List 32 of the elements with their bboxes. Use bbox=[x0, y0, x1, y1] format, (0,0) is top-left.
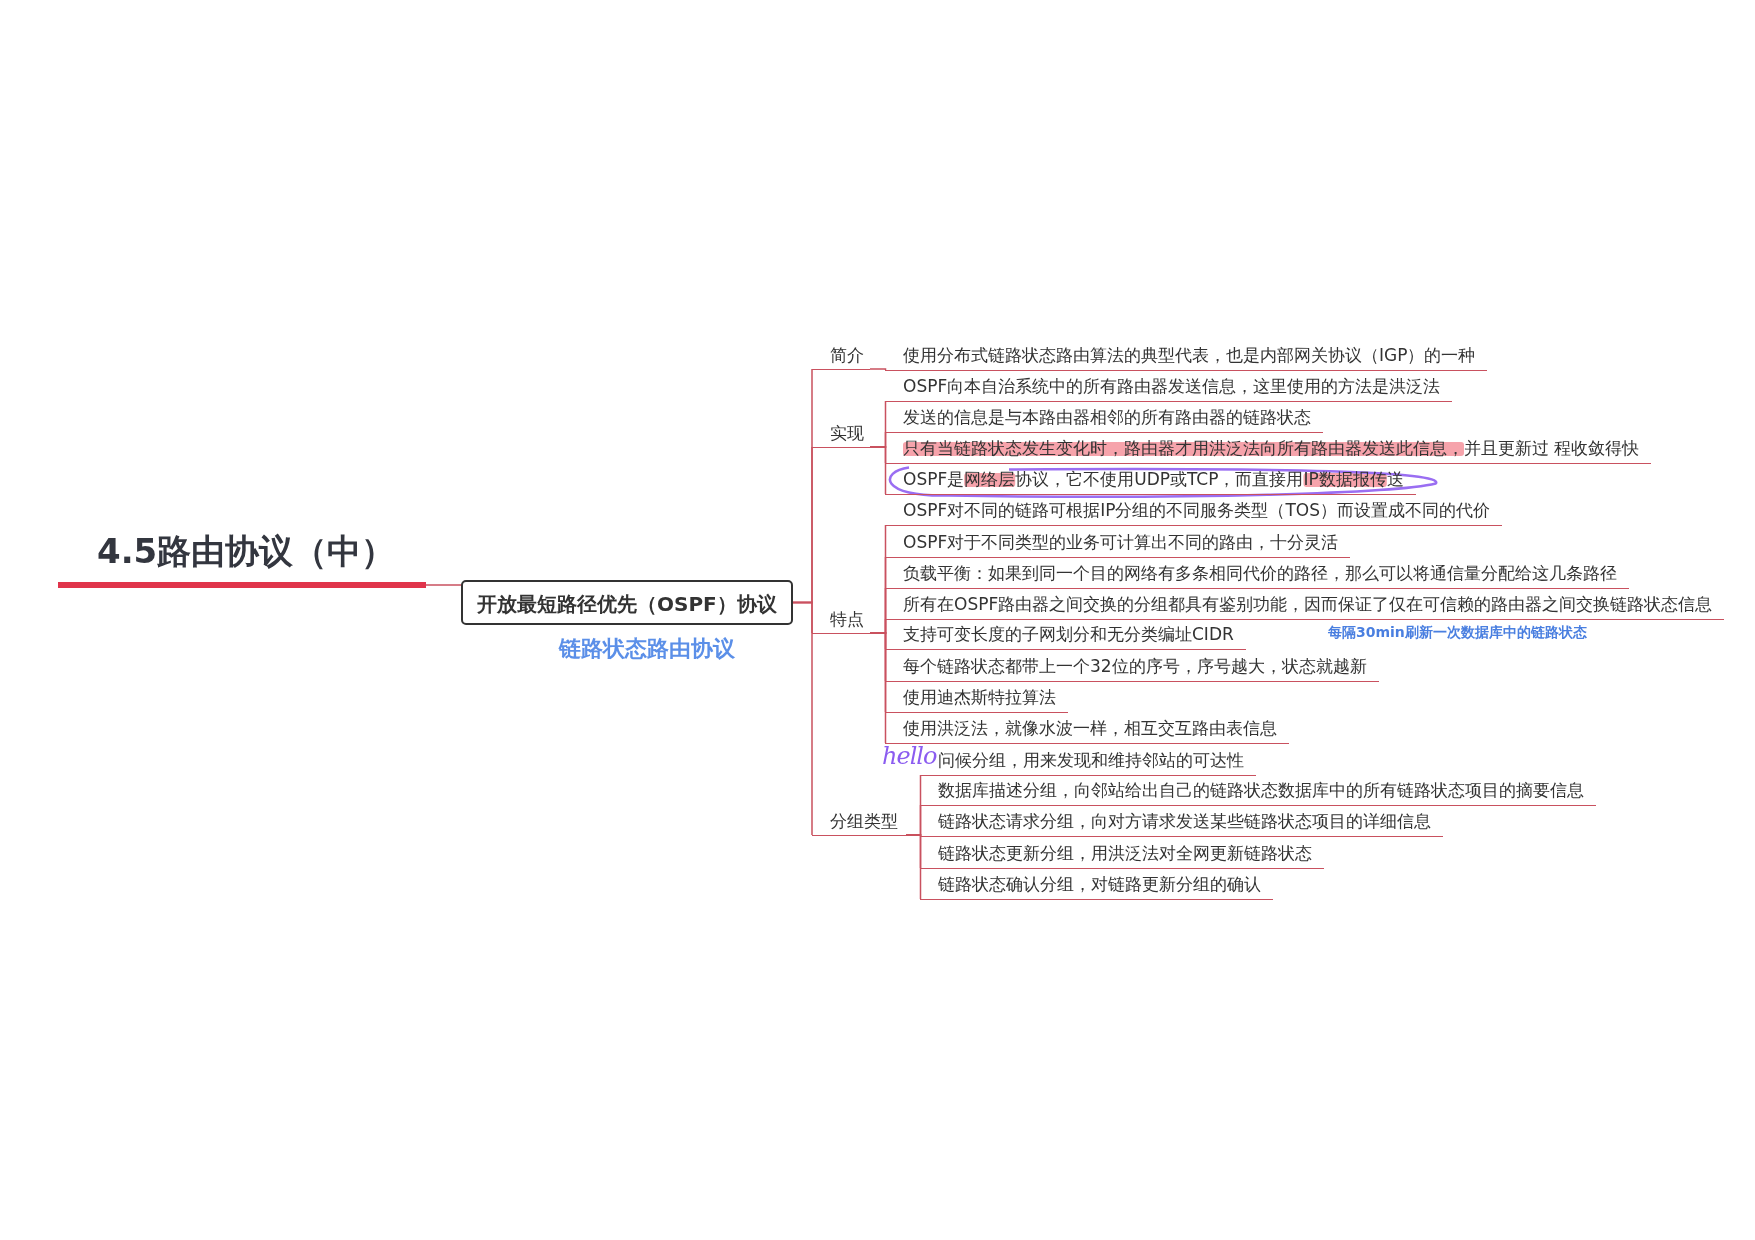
topic-text: 链路状态请求分组，向对方请求发送某些链路状态项目的详细信息 bbox=[920, 806, 1443, 837]
topic-text: 使用迪杰斯特拉算法 bbox=[885, 682, 1068, 713]
connector bbox=[869, 632, 887, 744]
topic-text: 数据库描述分组，向邻站给出自己的链路状态数据库中的所有链路状态项目的摘要信息 bbox=[920, 775, 1596, 806]
topic-text: 每个链路状态都带上一个32位的序号，序号越大，状态就越新 bbox=[885, 651, 1379, 682]
handwritten-note: hello bbox=[882, 742, 937, 770]
topic-text: 使用分布式链路状态路由算法的典型代表，也是内部网关协议（IGP）的一种 bbox=[885, 340, 1488, 371]
topic-text: 发送的信息是与本路由器相邻的所有路由器的链路状态 bbox=[885, 402, 1323, 433]
category-text: 实现 bbox=[812, 418, 870, 448]
topic-label: 开放最短路径优先（OSPF）协议 bbox=[477, 592, 777, 616]
topic-text: OSPF是网络层协议，它不使用UDP或TCP，而直接用IP数据报传送 bbox=[885, 464, 1416, 495]
topic-text: 链路状态更新分组，用洪泛法对全网更新链路状态 bbox=[920, 838, 1324, 869]
topic-text: 使用洪泛法，就像水波一样，相互交互路由表信息 bbox=[885, 713, 1289, 744]
topic-text: OSPF对于不同类型的业务可计算出不同的路由，十分灵活 bbox=[885, 527, 1351, 558]
topic-text: 支持可变长度的子网划分和无分类编址CIDR bbox=[885, 619, 1246, 650]
connector bbox=[869, 446, 887, 495]
category-text: 简介 bbox=[812, 340, 870, 370]
category-text: 分组类型 bbox=[812, 806, 906, 836]
topic-text: 所有在OSPF路由器之间交换的分组都具有鉴别功能，因而保证了仅在可信赖的路由器之间交换链路状态信息 bbox=[885, 589, 1725, 620]
connector bbox=[425, 584, 462, 586]
note-text: 每隔30min刷新一次数据库中的链路状态 bbox=[1328, 624, 1587, 642]
connector bbox=[869, 368, 887, 371]
topic-text: 链路状态确认分组，对链路更新分组的确认 bbox=[920, 869, 1273, 900]
topic-text: OSPF对不同的链路可根据IP分组的不同服务类型（TOS）而设置成不同的代价 bbox=[885, 495, 1503, 526]
topic-text: 负载平衡：如果到同一个目的网络有多条相同代价的路径，那么可以将通信量分配给这几条路径 bbox=[885, 558, 1629, 589]
connector bbox=[905, 834, 922, 900]
topic-text: OSPF向本自治系统中的所有路由器发送信息，这里使用的方法是洪泛法 bbox=[885, 371, 1453, 402]
connector bbox=[792, 601, 813, 836]
topic-text: 只有当链路状态发生变化时，路由器才用洪泛法向所有路由器发送此信息，并且更新过 程收敛得快 bbox=[885, 433, 1652, 464]
subtitle-text: 链路状态路由协议 bbox=[559, 635, 735, 663]
category-text: 特点 bbox=[812, 604, 870, 634]
main-topic: 4.5路由协议（中） bbox=[58, 520, 426, 588]
